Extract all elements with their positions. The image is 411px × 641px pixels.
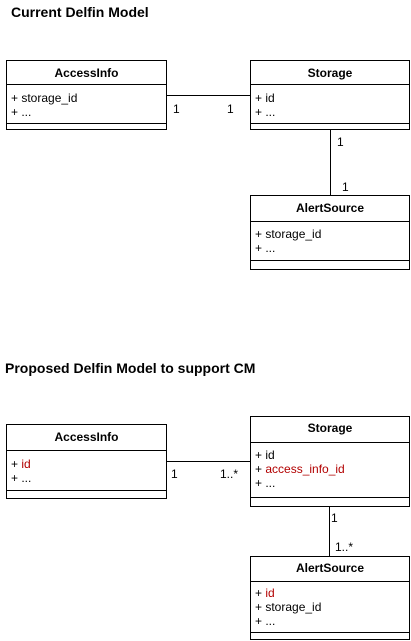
multiplicity-label: 1..*: [335, 540, 354, 554]
attribute: + ...: [255, 614, 409, 628]
attribute-name: ...: [21, 105, 32, 119]
class-name: AlertSource: [251, 196, 409, 222]
multiplicity-label: 1: [337, 135, 344, 149]
attribute-prefix: +: [11, 471, 22, 485]
multiplicity-label: 1: [173, 102, 180, 116]
association-line-storage-alertsource: [329, 507, 330, 556]
method-compartment: [251, 261, 409, 267]
attribute-list: + id + ...: [7, 451, 166, 491]
attribute: + ...: [255, 241, 409, 255]
method-compartment: [251, 498, 409, 504]
attribute: + access_info_id: [255, 462, 409, 476]
current-accessinfo-class[interactable]: AccessInfo + storage_id + ...: [6, 60, 167, 130]
attribute: + ...: [11, 471, 166, 485]
proposed-accessinfo-class[interactable]: AccessInfo + id + ...: [6, 424, 167, 499]
attribute: + ...: [255, 476, 409, 490]
attribute-prefix: +: [255, 476, 266, 490]
class-name: AccessInfo: [7, 425, 166, 451]
attribute-name: ...: [265, 105, 276, 119]
attribute: + ...: [255, 105, 409, 119]
attribute-prefix: +: [11, 91, 22, 105]
attribute: + id: [11, 457, 166, 471]
attribute-list: + storage_id + ...: [7, 85, 166, 124]
attribute-list: + storage_id + ...: [251, 222, 409, 261]
attribute: + storage_id: [255, 227, 409, 241]
attribute-list: + id + storage_id + ...: [251, 582, 409, 633]
association-line-accessinfo-storage: [167, 461, 250, 462]
attribute-prefix: +: [255, 586, 266, 600]
attribute: + ...: [11, 105, 166, 119]
attribute-name: access_info_id: [265, 462, 345, 476]
multiplicity-label: 1: [171, 467, 178, 481]
attribute-name: ...: [265, 241, 276, 255]
attribute-name: storage_id: [265, 600, 322, 614]
class-name: Storage: [251, 61, 409, 85]
attribute-name: id: [265, 586, 275, 600]
multiplicity-label: 1: [342, 180, 349, 194]
method-compartment: [7, 491, 166, 497]
class-name: AccessInfo: [7, 61, 166, 85]
multiplicity-label: 1: [227, 102, 234, 116]
proposed-alertsource-class[interactable]: AlertSource + id + storage_id + ...: [250, 556, 410, 640]
proposed-storage-class[interactable]: Storage + id + access_info_id + ...: [250, 416, 410, 507]
attribute-prefix: +: [255, 91, 266, 105]
attribute: + id: [255, 91, 409, 105]
class-name: AlertSource: [251, 557, 409, 582]
association-line-accessinfo-storage: [167, 95, 250, 96]
attribute-name: id: [265, 448, 275, 462]
current-alertsource-class[interactable]: AlertSource + storage_id + ...: [250, 195, 410, 270]
current-model-title: Current Delfin Model: [11, 4, 149, 20]
attribute-prefix: +: [255, 600, 266, 614]
attribute-name: id: [265, 91, 275, 105]
proposed-model-title: Proposed Delfin Model to support CM: [5, 360, 256, 376]
attribute-name: storage_id: [21, 91, 78, 105]
attribute-list: + id + access_info_id + ...: [251, 443, 409, 498]
attribute-name: storage_id: [265, 227, 322, 241]
attribute: + storage_id: [11, 91, 166, 105]
multiplicity-label: 1: [331, 511, 338, 525]
class-name: Storage: [251, 417, 409, 443]
attribute-name: ...: [265, 614, 276, 628]
current-storage-class[interactable]: Storage + id + ...: [250, 60, 410, 130]
attribute-name: ...: [265, 476, 276, 490]
attribute-prefix: +: [11, 457, 22, 471]
attribute: + id: [255, 586, 409, 600]
attribute-list: + id + ...: [251, 85, 409, 124]
attribute-name: ...: [21, 471, 32, 485]
attribute-prefix: +: [255, 241, 266, 255]
method-compartment: [251, 633, 409, 639]
multiplicity-label: 1..*: [220, 467, 239, 481]
attribute: + id: [255, 448, 409, 462]
association-line-storage-alertsource: [330, 130, 331, 195]
attribute-name: id: [21, 457, 31, 471]
method-compartment: [7, 124, 166, 130]
attribute: + storage_id: [255, 600, 409, 614]
attribute-prefix: +: [255, 448, 266, 462]
attribute-prefix: +: [11, 105, 22, 119]
attribute-prefix: +: [255, 462, 266, 476]
attribute-prefix: +: [255, 105, 266, 119]
attribute-prefix: +: [255, 614, 266, 628]
attribute-prefix: +: [255, 227, 266, 241]
